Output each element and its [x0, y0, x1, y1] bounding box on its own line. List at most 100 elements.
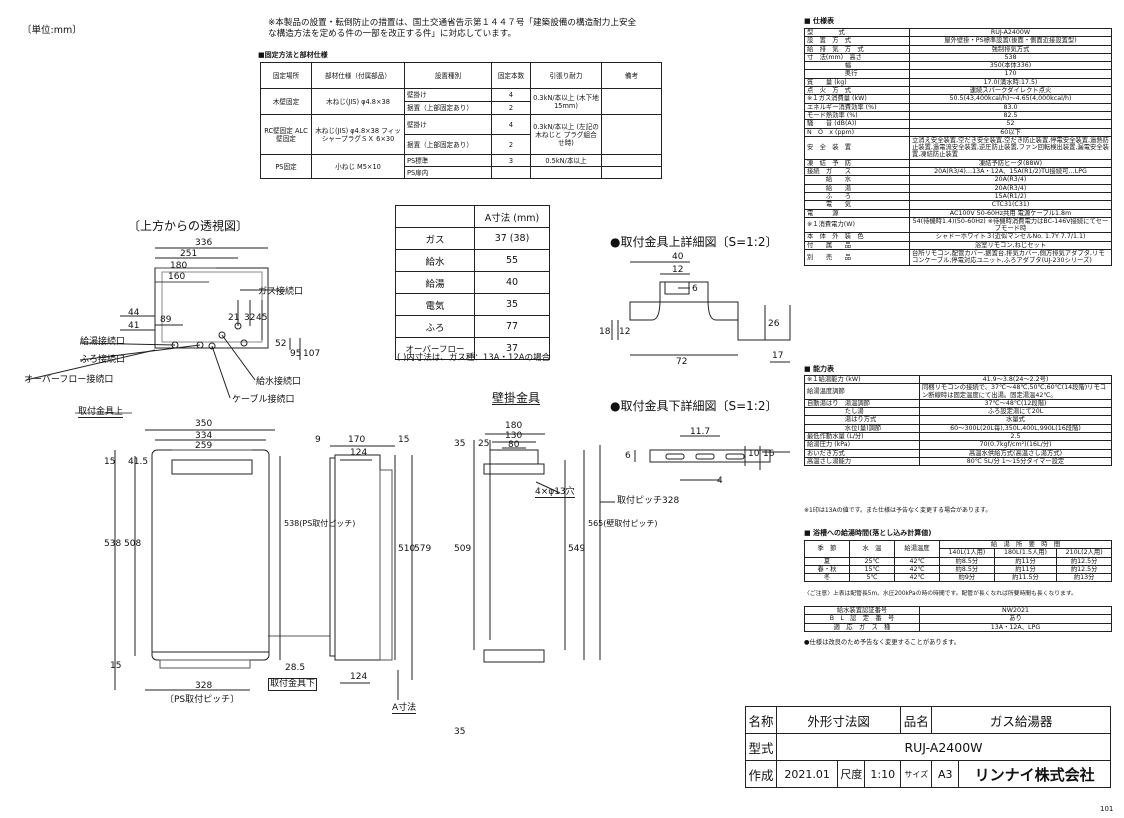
bath-title: ■ 浴槽への給湯時間(落とし込み計算値): [804, 529, 932, 537]
dim-label: 45: [256, 313, 268, 323]
detail-top-bracket-outline: [629, 281, 739, 321]
spec-key: 騒 音 (dB(A)): [804, 119, 910, 129]
bath-cell: 春・秋: [804, 564, 850, 575]
top-view-title: 〔上方からの透視図〕: [128, 219, 249, 233]
product-label: 品名: [900, 706, 933, 734]
front-view-outline: [151, 449, 270, 661]
spec-value: 屋外壁掛・PS標準設置(後面・側面近接設置型): [909, 36, 1112, 46]
spec-key: 電 気: [804, 200, 910, 210]
spec-key: 寸 法(mm) 高さ: [804, 52, 910, 63]
hot-water-port-label: 給湯接続口: [80, 337, 126, 347]
dim-label: 549: [568, 544, 586, 554]
bath-cell: 冬: [804, 573, 850, 583]
bath-header: 水 温: [849, 540, 895, 558]
spec-key: 設 置 方 式: [804, 36, 910, 46]
dim-label: 52: [275, 339, 287, 349]
dim-label: 26: [768, 319, 780, 329]
spec-value: 17.0(満水時:17.5): [909, 77, 1112, 88]
capacity-value: 60～300L(20L毎),350L,400L,990L(16段階): [919, 423, 1112, 434]
fixing-cell: RC壁固定 ALC壁固定: [260, 114, 312, 155]
spec-key: 質 量 (kg): [804, 77, 910, 88]
capacity-title: ■ 能力表: [804, 365, 835, 373]
spec-value: 連続スパークダイレクト点火: [909, 86, 1112, 96]
dim-label: 4: [717, 476, 723, 486]
detail-bottom-title: ●取付金具下詳細図〔S=1:2〕: [610, 399, 778, 413]
top-bracket-label: 取付金具上: [78, 407, 124, 418]
overflow-port-label: オーバーフロー接続口: [24, 375, 114, 385]
scale-label: 尺度: [837, 760, 866, 788]
spec-key: 別 売 品: [804, 249, 910, 266]
dim-label: 72: [676, 357, 688, 367]
spec-value: 538: [909, 52, 1112, 63]
connection-port: [208, 342, 216, 350]
dim-label: 350: [195, 419, 213, 429]
dim-label: 10: [748, 449, 760, 459]
dim-label: 6: [692, 284, 698, 294]
bath-cell: 約11分: [993, 556, 1058, 566]
company-name: リンナイ株式会社: [958, 760, 1111, 788]
fixing-header: 備考: [601, 62, 662, 89]
dim-label: 9: [315, 435, 321, 445]
dim-label: 89: [160, 315, 172, 325]
spec-key: 本 体 外 装 色: [804, 232, 910, 242]
bath-cell: 42℃: [894, 573, 940, 583]
spec-value: シャドーホワイト３(近似マンセルNo. 1.7Y 7.7/1.1): [909, 232, 1112, 242]
made-date: 2021.01: [775, 760, 839, 788]
dim-label: 124: [350, 448, 368, 458]
spec-value: 350(本体336): [909, 61, 1112, 71]
dim-label: 180: [170, 261, 188, 271]
dim-label: 538(PS取付ピッチ): [284, 519, 356, 528]
spec-value: 20A(R3/4): [909, 175, 1112, 185]
capacity-value: 70(0.7kgf/cm²)(16L/分): [919, 440, 1112, 450]
dim-label: 336: [195, 238, 213, 248]
spec-key: 安 全 装 置: [804, 135, 910, 160]
dim-label: 35: [454, 439, 466, 449]
bath-header: 140L(1人用): [939, 548, 995, 558]
dim-label: 95: [290, 349, 302, 359]
bath-header: 180L(1.5人用): [993, 548, 1058, 558]
capacity-value: ふろ設定湯にて20L: [919, 407, 1112, 417]
capacity-key: 水位(量)調節: [804, 423, 920, 434]
adim-value: 37: [474, 337, 550, 360]
fixing-header: 部材仕様（付属部品）: [311, 62, 405, 89]
dim-label: 18: [599, 327, 611, 337]
bath-cell: 約13分: [1056, 573, 1112, 583]
spec-value: CTC31(C31): [909, 200, 1112, 210]
fixing-table: 固定場所 部材仕様（付属部品） 設置種別 固定本数 引張り耐力 備考 木壁固定 …: [260, 62, 662, 179]
capacity-key: 給湯温度調節: [804, 383, 920, 400]
dim-label: 328: [195, 681, 213, 691]
spec-key: 型 式: [804, 27, 910, 38]
spec-value: 52: [909, 119, 1112, 129]
dim-label: 25: [478, 439, 490, 449]
cert-value: 13A・12A、LPG: [919, 622, 1112, 632]
spec-value: 82.5: [909, 110, 1112, 121]
bath-cell: 約12.5分: [1056, 556, 1112, 566]
dim-label: 15: [104, 457, 116, 467]
unit-label: 〔単位:mm〕: [22, 25, 82, 36]
spec-key: 給 水: [804, 175, 910, 185]
name-label: 名称: [745, 706, 777, 734]
dim-label: 16: [763, 449, 775, 459]
spec-value: 台所リモコン,配管カバー,据置台,排気カバー,側方排気アダプタ,リモコンケーブル…: [909, 249, 1112, 266]
front-top-bracket: [171, 459, 253, 475]
dim-label: 130: [505, 431, 523, 441]
spec-key: N O x (ppm): [804, 127, 910, 137]
spec-key: 電 源: [804, 208, 910, 218]
dim-label: 21: [228, 313, 240, 323]
bath-header: 季 節: [804, 540, 850, 558]
cert-value: あり: [919, 614, 1112, 624]
spec-value: 凍結予防ヒータ(88W): [909, 158, 1112, 169]
water-supply-port-label: 給水接続口: [256, 377, 302, 387]
capacity-key: 給湯圧力 (kPa): [804, 440, 920, 450]
dim-label: 80: [508, 440, 520, 450]
spec-key: 接続 ガ ス: [804, 167, 910, 177]
dim-label: 44: [128, 308, 140, 318]
capacity-value: 80℃ 5L/分 1～15分タイマー設定: [919, 456, 1112, 467]
dim-label: 538: [104, 539, 122, 549]
a-dimension-label: A寸法: [392, 703, 417, 714]
capacity-note: ※1印は13Aの値です。また仕様は予告なく変更する場合があります。: [804, 507, 992, 514]
dim-label: 15: [398, 435, 410, 445]
